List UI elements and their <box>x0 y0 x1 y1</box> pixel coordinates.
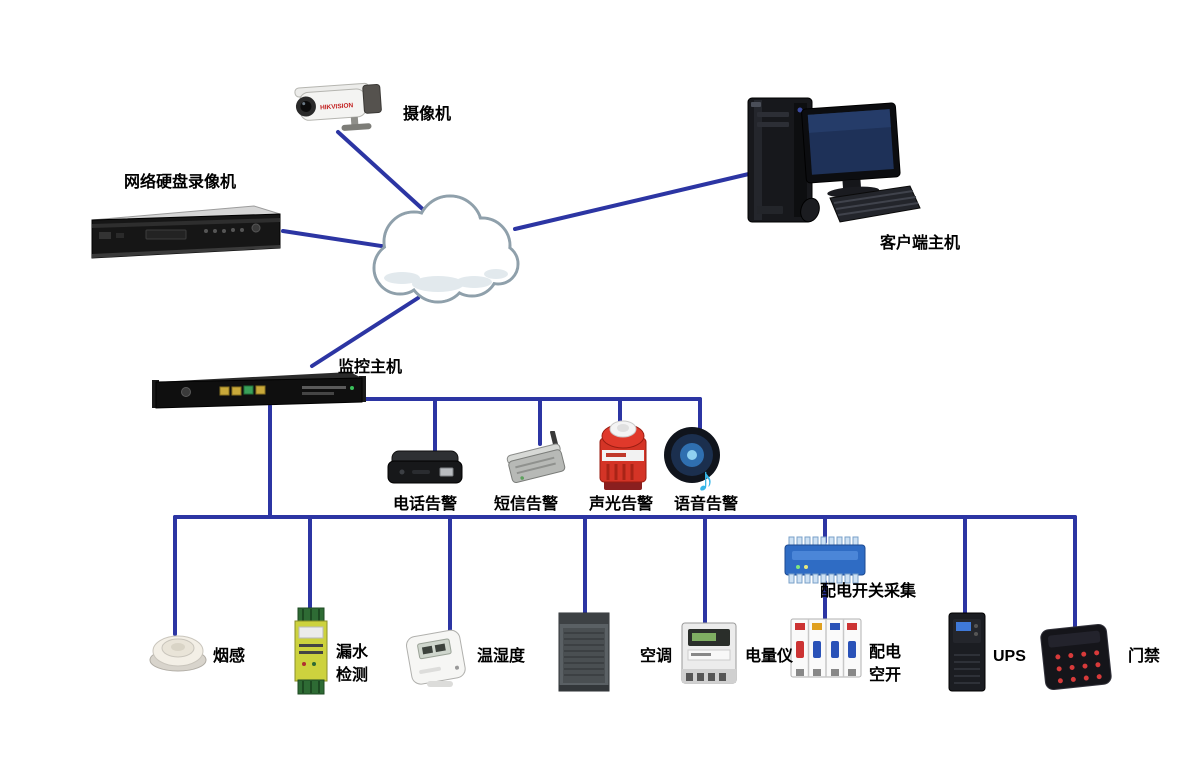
leak-detector-label: 漏水 检测 <box>336 641 368 687</box>
sound-light-alarm-icon <box>592 412 652 496</box>
sms-alarm-label: 短信告警 <box>494 496 559 513</box>
leak-label-line1: 漏水 <box>336 644 369 661</box>
power-meter-label: 电量仪 <box>745 648 794 665</box>
breaker-label-line1: 配电 <box>869 644 902 661</box>
camera-label: 摄像机 <box>403 106 452 123</box>
cloud-icon <box>366 190 524 310</box>
phone-alarm-icon <box>382 443 468 491</box>
dist-breaker-label: 配电 空开 <box>869 641 901 687</box>
music-note-glyph: ♪ <box>697 461 714 497</box>
voice-alarm-label: 语音告警 <box>674 496 739 513</box>
access-control-label: 门禁 <box>1128 648 1161 665</box>
client-host-label: 客户端主机 <box>880 235 961 252</box>
nvr-label: 网络硬盘录像机 <box>124 174 237 191</box>
smoke-sensor-label: 烟感 <box>213 648 246 665</box>
monitor-host-icon <box>152 364 366 412</box>
leak-label-line2: 检测 <box>336 667 369 685</box>
temp-humidity-icon <box>397 625 477 691</box>
monitor-host-label: 监控主机 <box>338 359 403 376</box>
dist-breaker-icon <box>787 609 865 687</box>
ups-label: UPS <box>993 648 1026 665</box>
phone-alarm-label: 电话告警 <box>393 496 458 513</box>
nvr-icon <box>86 198 284 266</box>
leak-detector-icon <box>288 604 334 698</box>
ups-icon <box>943 609 991 693</box>
dist-switch-collector-label: 配电开关采集 <box>820 583 917 600</box>
temp-humidity-label: 温湿度 <box>477 648 526 665</box>
air-conditioner-icon <box>553 609 615 695</box>
air-conditioner-label: 空调 <box>640 648 673 665</box>
sms-alarm-icon <box>501 430 573 491</box>
breaker-label-line2: 空开 <box>869 667 902 685</box>
voice-alarm-icon: ♪ <box>663 417 727 499</box>
dist-switch-collector-icon <box>780 535 870 585</box>
camera-brand-text: HIKVISION <box>320 102 354 111</box>
smoke-sensor-icon <box>148 620 210 674</box>
power-meter-icon <box>674 619 744 691</box>
wire-group <box>173 130 1077 638</box>
sound-light-alarm-label: 声光告警 <box>589 496 654 513</box>
access-control-icon <box>1037 619 1115 695</box>
camera-icon: HIKVISION <box>290 76 398 140</box>
client-computer-icon <box>742 90 922 235</box>
